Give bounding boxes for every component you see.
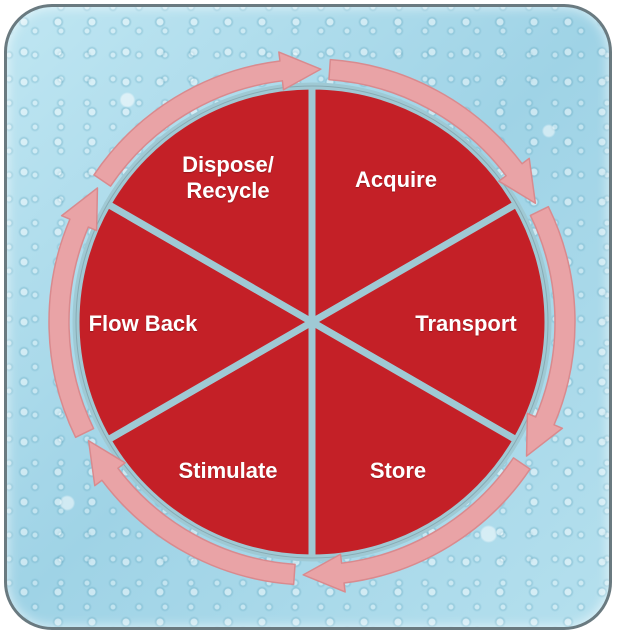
cycle-arrow-transport (328, 58, 537, 204)
cycle-arrow-dispose-recycle (48, 187, 99, 439)
segment-label-stimulate: Stimulate (178, 458, 278, 483)
segment-label-acquire: Acquire (355, 167, 437, 192)
segment-label-store: Store (369, 458, 427, 483)
cycle-arrow-store (525, 205, 576, 457)
pie-outline (75, 85, 549, 559)
cycle-arrow-acquire (93, 51, 322, 187)
segment-label-dispose-recycle: Dispose/ Recycle (182, 152, 274, 203)
cycle-arrow-flow-back (87, 440, 296, 586)
cycle-arrow-stimulate (302, 457, 531, 593)
segment-label-flow-back: Flow Back (88, 311, 198, 336)
segment-label-transport: Transport (415, 311, 517, 336)
